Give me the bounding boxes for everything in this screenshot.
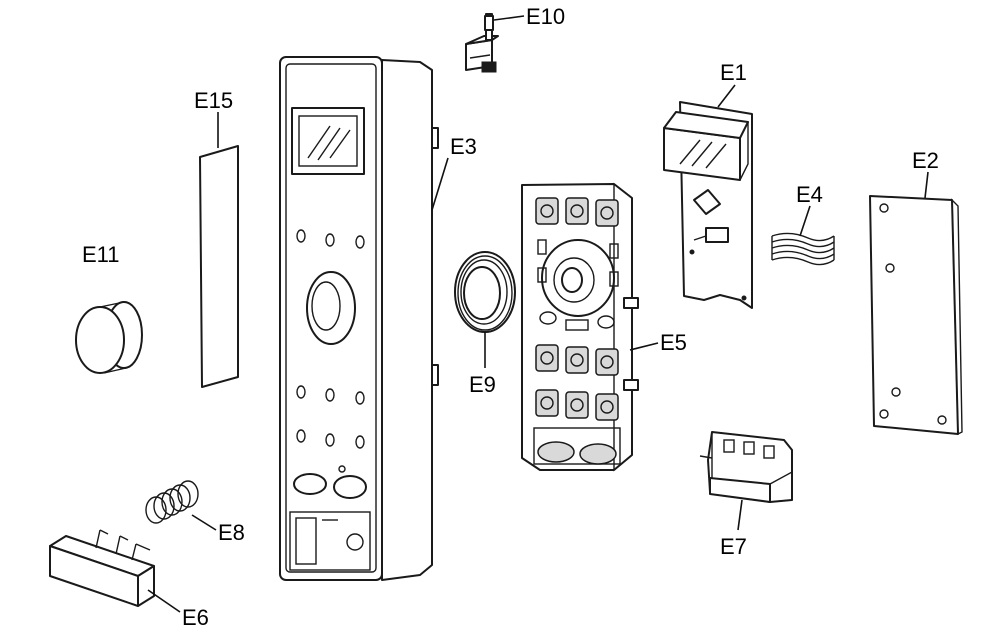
part-e3-control-panel <box>279 56 439 581</box>
leader-e7 <box>737 499 743 531</box>
leader-e10 <box>493 15 525 21</box>
part-e9-ring <box>454 251 516 333</box>
label-e8: E8 <box>218 520 245 545</box>
leader-lines <box>147 15 929 613</box>
part-e10-bracket <box>465 13 499 73</box>
label-e5: E5 <box>660 330 687 355</box>
label-e7: E7 <box>720 534 747 559</box>
leader-e8 <box>191 514 217 531</box>
callout-labels: E10 E1 E15 E3 E2 E4 E11 E5 E9 E8 E7 E6 <box>82 4 939 630</box>
leader-e6 <box>147 589 181 613</box>
part-e4-ribbon-cable <box>771 232 835 266</box>
label-e1: E1 <box>720 60 747 85</box>
label-e15: E15 <box>194 88 233 113</box>
part-e5-keypad <box>521 182 639 472</box>
leader-e3 <box>431 157 449 211</box>
label-e11: E11 <box>82 242 120 267</box>
label-e10: E10 <box>526 4 565 29</box>
part-e1-display-board <box>663 101 753 309</box>
part-e7-switch-block <box>699 431 793 503</box>
part-e2-back-plate <box>869 195 963 436</box>
label-e6: E6 <box>182 605 209 630</box>
part-e8-spring <box>145 480 199 524</box>
part-e11-knob <box>75 301 143 374</box>
leader-e2 <box>924 171 929 199</box>
leader-e5 <box>629 342 659 351</box>
leader-e1 <box>717 84 736 108</box>
label-e9: E9 <box>469 372 496 397</box>
label-e4: E4 <box>796 182 823 207</box>
leader-e4 <box>799 205 811 237</box>
label-e3: E3 <box>450 134 477 159</box>
part-e15-sheet <box>199 145 239 388</box>
label-e2: E2 <box>912 148 939 173</box>
part-e6-door-lever <box>49 529 155 607</box>
